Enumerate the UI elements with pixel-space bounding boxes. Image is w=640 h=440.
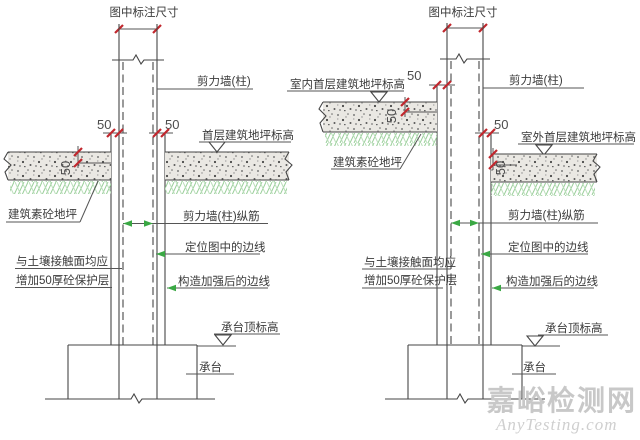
right-soil-note-line2: 增加50厚砼保护层 <box>364 273 457 287</box>
right-wall-label: 剪力墙(柱) <box>509 73 563 87</box>
left-cap-top-elevation-group: 承台顶标高 <box>197 320 280 347</box>
right-strengthened-edge-label: 构造加强后的边线 <box>506 274 598 288</box>
right-cap-top-marker-icon <box>525 335 545 347</box>
right-position-edge-label: 定位图中的边线 <box>508 240 589 254</box>
right-outdoor-slab-break <box>592 153 601 183</box>
right-outdoor-floor-elevation-group: 室外首层建筑地坪标高 <box>518 130 636 156</box>
left-soil-hatch-left <box>10 181 111 194</box>
right-protection-dim-right: 50 <box>475 117 508 139</box>
left-floor-elevation-marker-icon <box>207 141 227 153</box>
right-indoor-slab-thickness-dim: 50 <box>384 96 437 123</box>
left-position-edge-label: 定位图中的边线 <box>185 240 266 254</box>
right-rebar-label: 剪力墙(柱)纵筋 <box>508 208 585 222</box>
svg-text:50: 50 <box>165 117 179 132</box>
left-soil-note-line1: 与土壤接触面均应 <box>16 254 108 268</box>
left-dim-title: 图中标注尺寸 <box>110 5 179 19</box>
left-wall-break-line <box>112 53 164 66</box>
left-cap-label: 承台 <box>199 360 222 374</box>
right-indoor-slab-break <box>318 101 327 133</box>
left-cap-bottom-break-line <box>45 392 215 405</box>
right-outdoor-soil-hatch <box>491 183 595 196</box>
watermark: 嘉峪检测网 AnyTesting.com <box>487 384 637 434</box>
right-top-dimension <box>441 22 489 34</box>
right-detail-drawing: 图中标注尺寸 剪力墙(柱) 50 50 <box>287 5 636 405</box>
left-rebar-label: 剪力墙(柱)纵筋 <box>183 209 260 223</box>
left-wall-face-lines <box>112 24 164 399</box>
right-wall-label-group: 剪力墙(柱) <box>483 73 584 89</box>
left-top-dimension <box>113 23 163 35</box>
right-wall-break-line <box>440 52 490 65</box>
svg-text:50: 50 <box>494 117 508 132</box>
right-plain-concrete-label: 建筑素砼地坪 <box>333 155 402 169</box>
svg-text:50: 50 <box>384 109 399 123</box>
right-cap-top-elevation-group: 承台顶标高 <box>522 321 608 347</box>
right-outdoor-slab-thickness-dim: 50 <box>487 148 517 175</box>
left-strengthened-edge-label: 构造加强后的边线 <box>178 274 270 288</box>
left-plain-concrete-group: 建筑素砼地坪 <box>6 180 99 223</box>
right-indoor-soil-hatch <box>325 133 437 146</box>
right-indoor-floor-elevation-group: 室内首层建筑地坪标高 <box>287 77 405 103</box>
right-indoor-elevation-marker-icon <box>369 91 389 103</box>
right-outdoor-floor-label: 室外首层建筑地坪标高 <box>521 130 636 144</box>
right-wall-rebar-dashed-lines <box>450 61 480 345</box>
left-strengthened-edge-group: 构造加强后的边线 <box>167 274 270 292</box>
left-wall-rebar-dashed-lines <box>122 62 154 345</box>
svg-text:50: 50 <box>97 117 111 132</box>
left-slab-break-left <box>3 151 12 181</box>
watermark-site-name-en: AnyTesting.com <box>495 415 618 434</box>
left-soil-note-group: 与土壤接触面均应 增加50厚砼保护层 <box>15 254 122 288</box>
left-rebar-label-group: 剪力墙(柱)纵筋 <box>123 209 268 227</box>
left-slab-break-right <box>284 151 293 181</box>
left-wall-label-group: 剪力墙(柱) <box>157 74 253 90</box>
svg-text:50: 50 <box>58 161 73 175</box>
left-cap-top-label: 承台顶标高 <box>221 320 279 334</box>
right-pile-cap: 承台 <box>385 344 556 405</box>
right-cap-bottom-break-line <box>385 392 545 405</box>
right-soil-note-group: 与土壤接触面均应 增加50厚砼保护层 <box>362 255 457 289</box>
right-indoor-floor-label: 室内首层建筑地坪标高 <box>290 77 405 91</box>
left-wall-label: 剪力墙(柱) <box>197 74 251 88</box>
left-detail-drawing: 图中标注尺寸 剪力墙(柱) 50 50 <box>3 5 294 405</box>
right-outdoor-elevation-marker-icon <box>534 144 554 156</box>
left-pile-cap: 承台 <box>45 344 234 405</box>
left-protection-dim-right: 50 <box>149 117 179 139</box>
left-plain-concrete-label: 建筑素砼地坪 <box>8 207 77 221</box>
right-soil-note-line1: 与土壤接触面均应 <box>364 255 456 269</box>
right-position-edge-group: 定位图中的边线 <box>481 240 589 258</box>
left-slab-thickness-dim: 50 <box>58 146 111 175</box>
right-rebar-label-group: 剪力墙(柱)纵筋 <box>451 208 598 227</box>
right-dim-title: 图中标注尺寸 <box>429 5 498 19</box>
right-plain-concrete-group: 建筑素砼地坪 <box>331 133 422 170</box>
svg-text:50: 50 <box>493 161 508 175</box>
right-protection-dim-left: 50 <box>407 68 455 91</box>
left-soil-hatch-right <box>165 181 287 194</box>
left-floor-elevation-label: 首层建筑地坪标高 <box>202 128 294 142</box>
watermark-site-name-cn: 嘉峪检测网 <box>487 384 637 416</box>
left-soil-note-line2: 增加50厚砼保护层 <box>16 273 109 287</box>
right-indoor-floor-slab <box>318 101 437 146</box>
left-cap-top-marker-icon <box>213 334 233 346</box>
left-floor-elevation-group: 首层建筑地坪标高 <box>199 128 294 153</box>
right-wall-face-lines <box>440 23 490 399</box>
right-outdoor-floor-slab <box>491 153 601 196</box>
left-floor-slab <box>3 151 293 194</box>
right-cap-top-label: 承台顶标高 <box>545 321 603 335</box>
right-cap-label: 承台 <box>523 360 546 374</box>
left-position-edge-group: 定位图中的边线 <box>156 240 266 258</box>
right-strengthened-edge-group: 构造加强后的边线 <box>492 274 598 292</box>
left-protection-dim-left: 50 <box>97 117 127 139</box>
svg-text:50: 50 <box>407 68 421 83</box>
